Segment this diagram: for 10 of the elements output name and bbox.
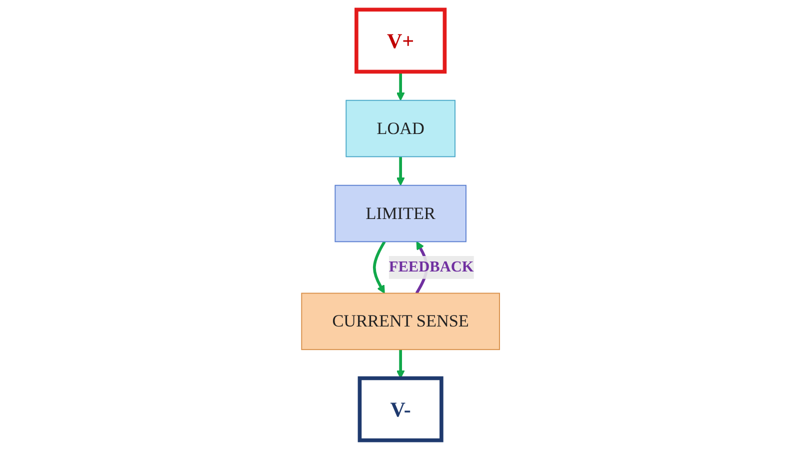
node-box: V- xyxy=(358,376,444,442)
arrow xyxy=(396,156,406,186)
node-box: LOAD xyxy=(346,100,456,158)
node-box: LIMITER xyxy=(335,184,467,242)
edge-label: FEEDBACK xyxy=(389,258,474,276)
arrow xyxy=(373,241,386,294)
arrow xyxy=(396,350,406,379)
node-box: CURRENT SENSE xyxy=(302,292,500,350)
arrow xyxy=(396,72,406,101)
node-box: V+ xyxy=(354,8,448,74)
